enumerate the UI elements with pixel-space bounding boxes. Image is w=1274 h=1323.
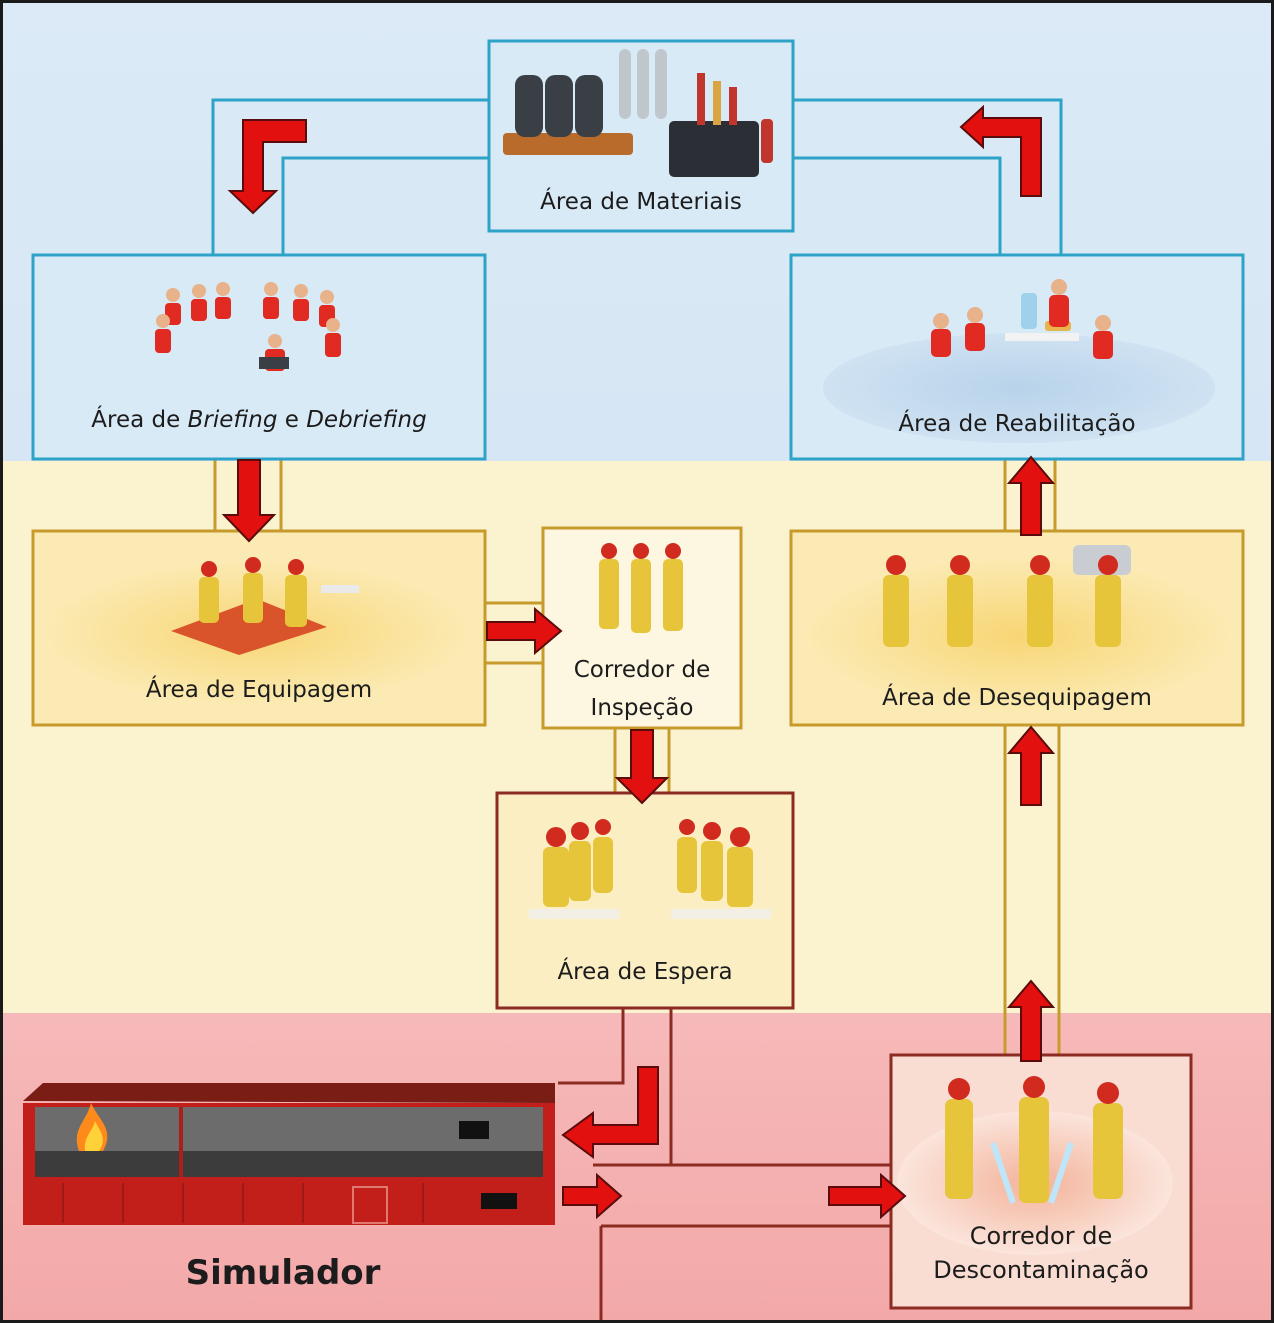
simulador-label: Simulador: [185, 1253, 381, 1293]
area-reabilitacao-box: [789, 253, 1245, 461]
corredor-descontaminacao-label: Corredor de Descontaminação: [891, 1219, 1191, 1287]
area-equipagem-label: Área de Equipagem: [145, 677, 373, 703]
area-briefing-mid: e: [277, 407, 307, 433]
arrow-simulador-exit: [562, 1172, 623, 1220]
briefing-term: Briefing: [187, 407, 278, 433]
area-desequipagem-box: [789, 529, 1245, 727]
area-desequipagem-label: Área de Desequipagem: [882, 685, 1152, 711]
firefighters-waiting-icon: [529, 819, 771, 919]
corridor-lanes: [211, 98, 1063, 1320]
decontamination-shower-icon: [945, 1076, 1123, 1204]
arrow-descont-to-corridor: [1006, 979, 1056, 1062]
arrow-to-descontaminacao: [828, 1172, 907, 1220]
corredor-descontaminacao-line1: Corredor de: [969, 1222, 1113, 1250]
area-equipagem-box: [31, 529, 487, 727]
firefighters-equipping-icon: [171, 557, 359, 655]
corredor-inspecao-line2: Inspeção: [590, 695, 694, 721]
arrow-corridor-to-desequipagem: [1006, 725, 1056, 806]
arrow-desequipagem-to-reabilitacao: [1006, 455, 1056, 536]
corredor-inspecao-line1: Corredor de: [573, 657, 711, 683]
arrow-materiais-to-briefing: [227, 119, 307, 215]
area-briefing-prefix: Área de: [91, 407, 188, 433]
firefighters-standing-icon: [599, 543, 683, 633]
team-meeting-icon: [155, 282, 341, 371]
flow-arrows: [221, 104, 1056, 1220]
rehab-table-icon: [931, 279, 1113, 359]
corredor-descontaminacao-line2: Descontaminação: [933, 1256, 1149, 1284]
debriefing-term: Debriefing: [306, 407, 427, 433]
arrow-espera-to-simulador: [561, 1066, 659, 1159]
area-briefing-label: Área de Briefing e Debriefing: [33, 407, 485, 433]
arrow-reabilitacao-to-materiais: [959, 104, 1042, 197]
fire-simulator-container-icon: [23, 1083, 555, 1225]
arrow-briefing-to-equipagem: [221, 459, 277, 543]
corredor-inspecao-label: Corredor de Inspeção: [543, 651, 741, 727]
firefighters-unequipping-icon: [883, 545, 1131, 647]
arrow-inspecao-to-espera: [614, 729, 670, 805]
arrow-equipagem-to-inspecao: [486, 606, 563, 656]
area-espera-label: Área de Espera: [557, 959, 733, 985]
breathing-apparatus-icon: [503, 49, 773, 177]
area-materiais-label: Área de Materiais: [540, 189, 742, 215]
area-reabilitacao-label: Área de Reabilitação: [898, 411, 1136, 437]
flow-graphics: [23, 39, 1245, 1320]
